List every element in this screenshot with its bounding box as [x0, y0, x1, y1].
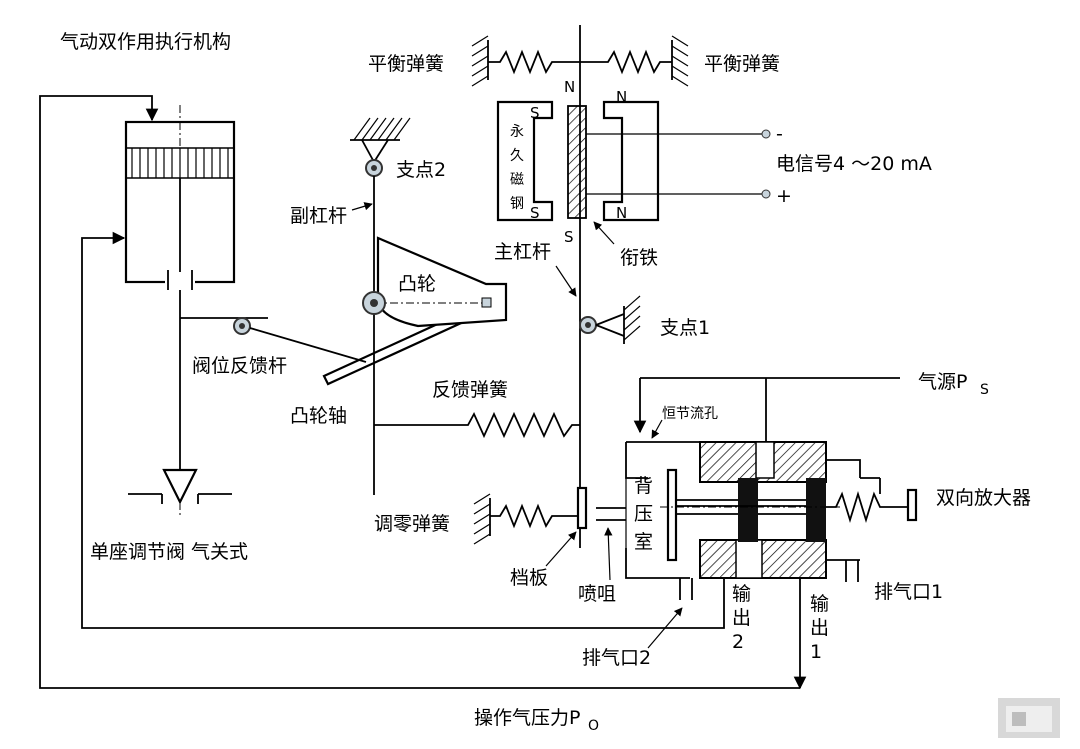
svg-text:双向放大器: 双向放大器 [936, 487, 1031, 509]
svg-text:排气口2: 排气口2 [582, 647, 651, 669]
svg-text:输: 输 [810, 593, 829, 615]
svg-text:钢: 钢 [510, 196, 524, 212]
svg-text:主杠杆: 主杠杆 [494, 241, 551, 263]
svg-text:输: 输 [732, 583, 751, 605]
svg-text:气源P: 气源P [918, 371, 967, 393]
svg-text:副杠杆: 副杠杆 [290, 205, 347, 227]
svg-text:调零弹簧: 调零弹簧 [374, 513, 450, 535]
svg-text:平衡弹簧: 平衡弹簧 [368, 53, 444, 75]
secondary-lever-assembly: 支点2 副杠杆 凸轮 凸轮轴 [290, 117, 508, 495]
bidirectional-amplifier: 气源P S 恒节流孔 背 压 室 双向放大 [578, 371, 1031, 669]
svg-text:压: 压 [634, 503, 653, 525]
svg-text:室: 室 [634, 531, 653, 553]
svg-text:N: N [616, 88, 627, 106]
svg-text:久: 久 [510, 148, 524, 164]
air-lines: 操作气压力P O [39, 95, 807, 734]
svg-text:支点2: 支点2 [396, 159, 446, 181]
svg-text:永: 永 [510, 124, 524, 140]
main-lever-assembly: 主杠杆 支点1 平衡弹簧 平衡弹簧 N S [368, 25, 932, 589]
permanent-magnet-right [602, 100, 660, 222]
double-acting-actuator [124, 105, 236, 470]
svg-text:出: 出 [810, 617, 829, 639]
svg-text:喷咀: 喷咀 [578, 583, 616, 605]
svg-text:S: S [530, 204, 540, 222]
svg-text:S: S [530, 104, 540, 122]
watermark-icon [998, 698, 1060, 738]
diagram-title: 气动双作用执行机构 [60, 31, 231, 53]
svg-text:N: N [616, 204, 627, 222]
svg-text:操作气压力P: 操作气压力P [474, 707, 580, 729]
svg-text:排气口1: 排气口1 [874, 581, 943, 603]
svg-text:平衡弹簧: 平衡弹簧 [704, 53, 780, 75]
svg-text:+: + [776, 185, 792, 207]
actuator-piston [125, 147, 235, 179]
valve-label: 单座调节阀 气关式 [90, 541, 248, 563]
armature-coil [567, 105, 587, 219]
svg-text:电信号4 ～20 mA: 电信号4 ～20 mA [776, 153, 932, 175]
baffle [576, 486, 588, 530]
svg-text:S: S [564, 228, 574, 246]
svg-text:反馈弹簧: 反馈弹簧 [432, 379, 508, 401]
svg-text:N: N [564, 78, 575, 96]
svg-text:凸轮轴: 凸轮轴 [290, 405, 347, 427]
permanent-magnet-left [496, 100, 554, 222]
svg-text:O: O [588, 718, 599, 734]
feedback-spring: 反馈弹簧 [432, 379, 580, 439]
svg-text:衔铁: 衔铁 [620, 247, 658, 269]
svg-text:凸轮: 凸轮 [398, 273, 436, 295]
svg-text:2: 2 [732, 631, 744, 653]
svg-text:档板: 档板 [510, 567, 548, 589]
svg-text:阀位反馈杆: 阀位反馈杆 [192, 355, 287, 377]
single-seat-valve: 单座调节阀 气关式 [90, 468, 248, 563]
svg-text:恒节流孔: 恒节流孔 [662, 406, 718, 422]
svg-text:1: 1 [810, 641, 822, 663]
svg-text:磁: 磁 [510, 172, 524, 188]
svg-text:支点1: 支点1 [660, 317, 710, 339]
svg-text:-: - [776, 123, 783, 145]
svg-text:背: 背 [634, 475, 653, 497]
svg-text:S: S [980, 382, 989, 398]
svg-text:出: 出 [732, 607, 751, 629]
